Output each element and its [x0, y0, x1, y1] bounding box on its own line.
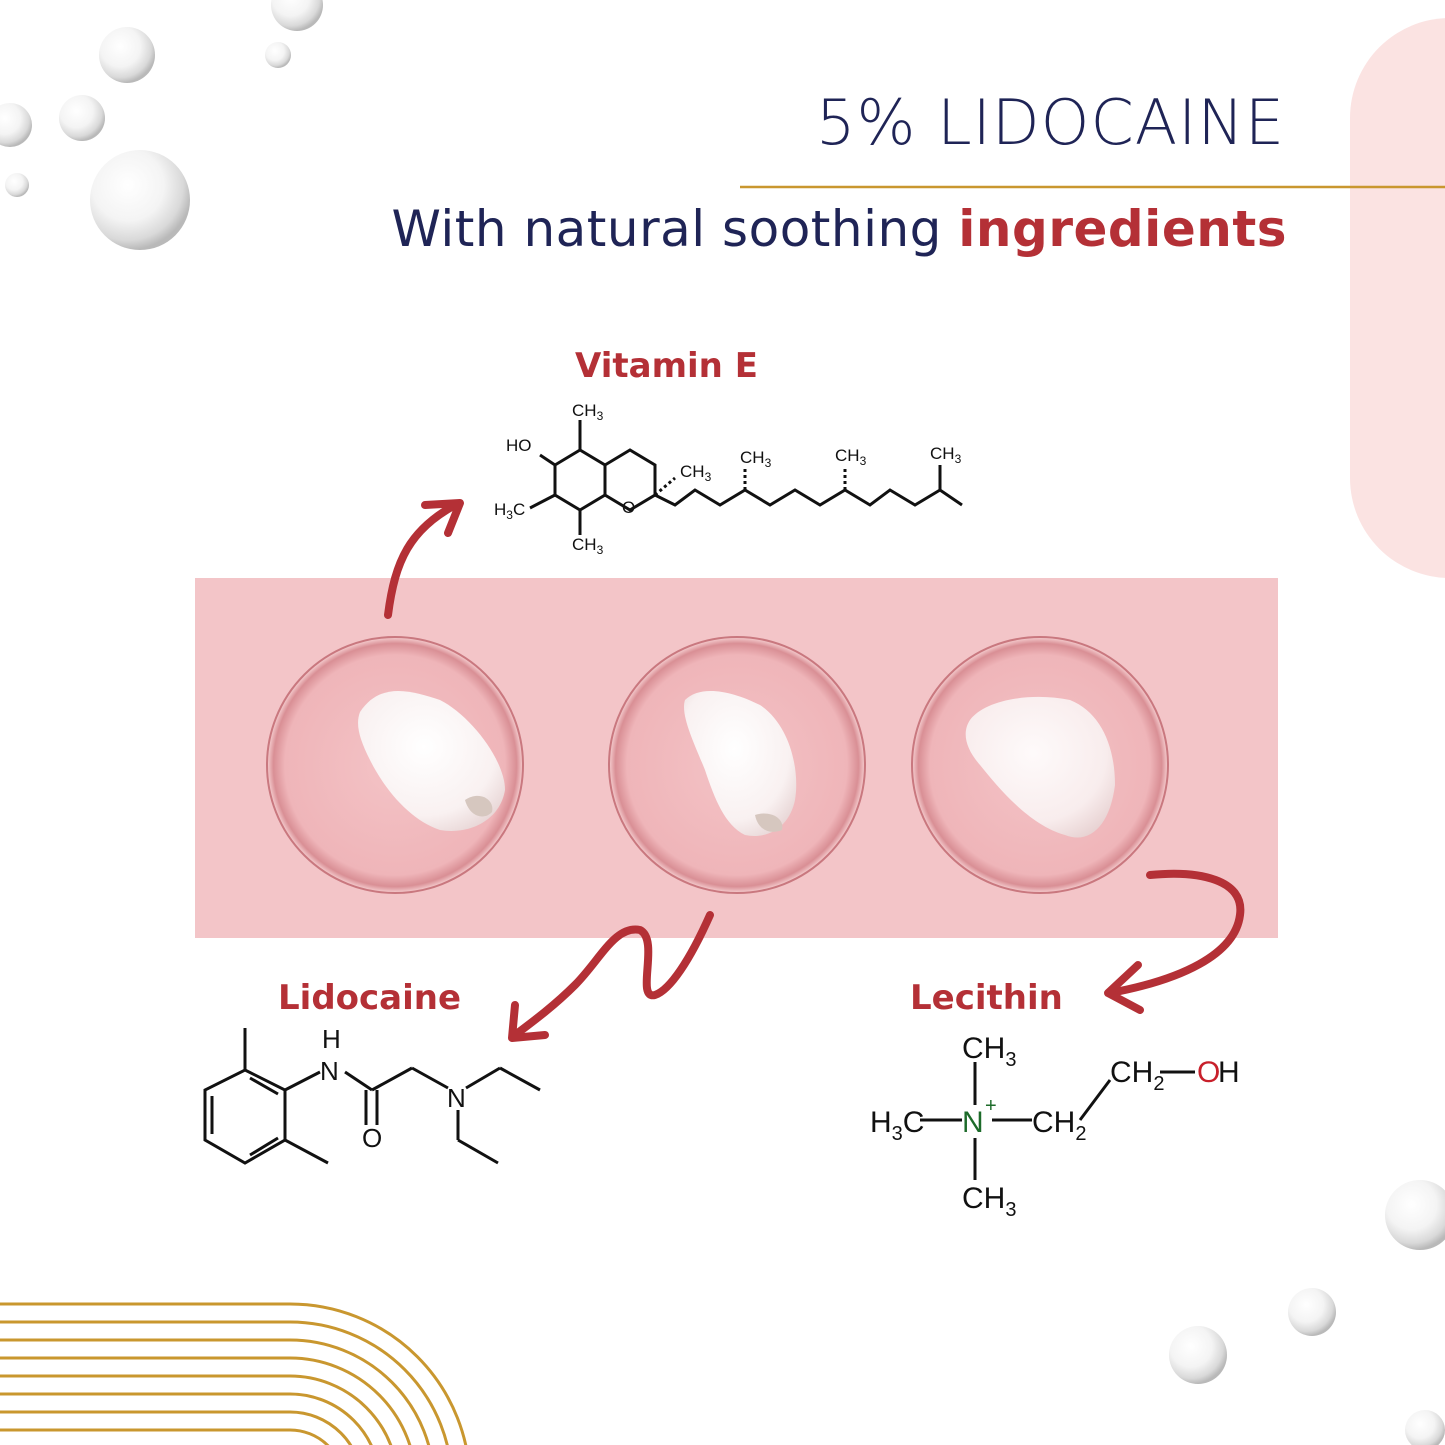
svg-text:+: +	[985, 1095, 997, 1117]
svg-text:H: H	[322, 1024, 341, 1054]
svg-text:O: O	[622, 498, 635, 517]
svg-text:H: H	[1218, 1056, 1240, 1089]
svg-text:CH3: CH3	[680, 462, 712, 484]
arrow-to-lidocaine	[511, 911, 714, 1039]
svg-text:N: N	[320, 1056, 339, 1086]
svg-text:CH2: CH2	[1032, 1106, 1086, 1145]
lidocaine-label: Lidocaine	[278, 978, 462, 1018]
arrow-to-lecithin	[1106, 869, 1245, 997]
svg-text:O: O	[1197, 1056, 1220, 1089]
svg-text:N: N	[962, 1106, 984, 1139]
pink-blob-decoration	[1350, 18, 1445, 578]
svg-text:CH3: CH3	[572, 535, 604, 557]
water-bubbles-top	[0, 0, 323, 250]
svg-text:O: O	[362, 1123, 382, 1153]
arrow-to-vitamin-e	[384, 501, 459, 619]
subtitle-prefix: With natural soothing	[391, 200, 959, 258]
svg-text:CH3: CH3	[962, 1182, 1016, 1221]
svg-text:HO: HO	[506, 436, 532, 455]
subtitle-accent: ingredients	[958, 200, 1287, 258]
cream-swatch-panel	[195, 578, 1278, 938]
petri-dish-1	[266, 636, 524, 894]
svg-text:N: N	[447, 1083, 466, 1113]
water-bubbles-bottom	[1169, 1180, 1445, 1445]
lecithin-atom-labels: CH3 H3C N + CH2 CH2 O H CH3	[870, 1032, 1240, 1221]
svg-text:CH3: CH3	[930, 444, 962, 466]
svg-text:CH3: CH3	[835, 446, 867, 468]
vitamin-e-atom-labels: CH3 HO H3C O CH3 CH3 CH3 CH3 CH3	[494, 401, 962, 557]
vitamin-e-structure	[529, 420, 963, 535]
svg-text:H3C: H3C	[870, 1106, 924, 1145]
lidocaine-structure	[203, 1028, 541, 1165]
lidocaine-atom-labels: H N O N	[320, 1024, 466, 1153]
lecithin-label: Lecithin	[910, 978, 1063, 1018]
svg-text:CH3: CH3	[740, 448, 772, 470]
svg-text:CH2: CH2	[1110, 1056, 1164, 1095]
svg-text:CH3: CH3	[572, 401, 604, 423]
petri-dish-2	[608, 636, 866, 894]
svg-text:H3C: H3C	[494, 500, 525, 522]
svg-text:CH3: CH3	[962, 1032, 1016, 1071]
arrows	[384, 499, 1245, 1042]
page-subtitle: With natural soothing ingredients	[392, 200, 1287, 258]
gold-arc-decoration	[0, 1302, 468, 1445]
lecithin-structure	[920, 1062, 1195, 1180]
page-title: 5% LIDOCAINE	[816, 86, 1285, 159]
vitamin-e-label: Vitamin E	[575, 346, 758, 386]
petri-dish-3	[911, 636, 1169, 894]
